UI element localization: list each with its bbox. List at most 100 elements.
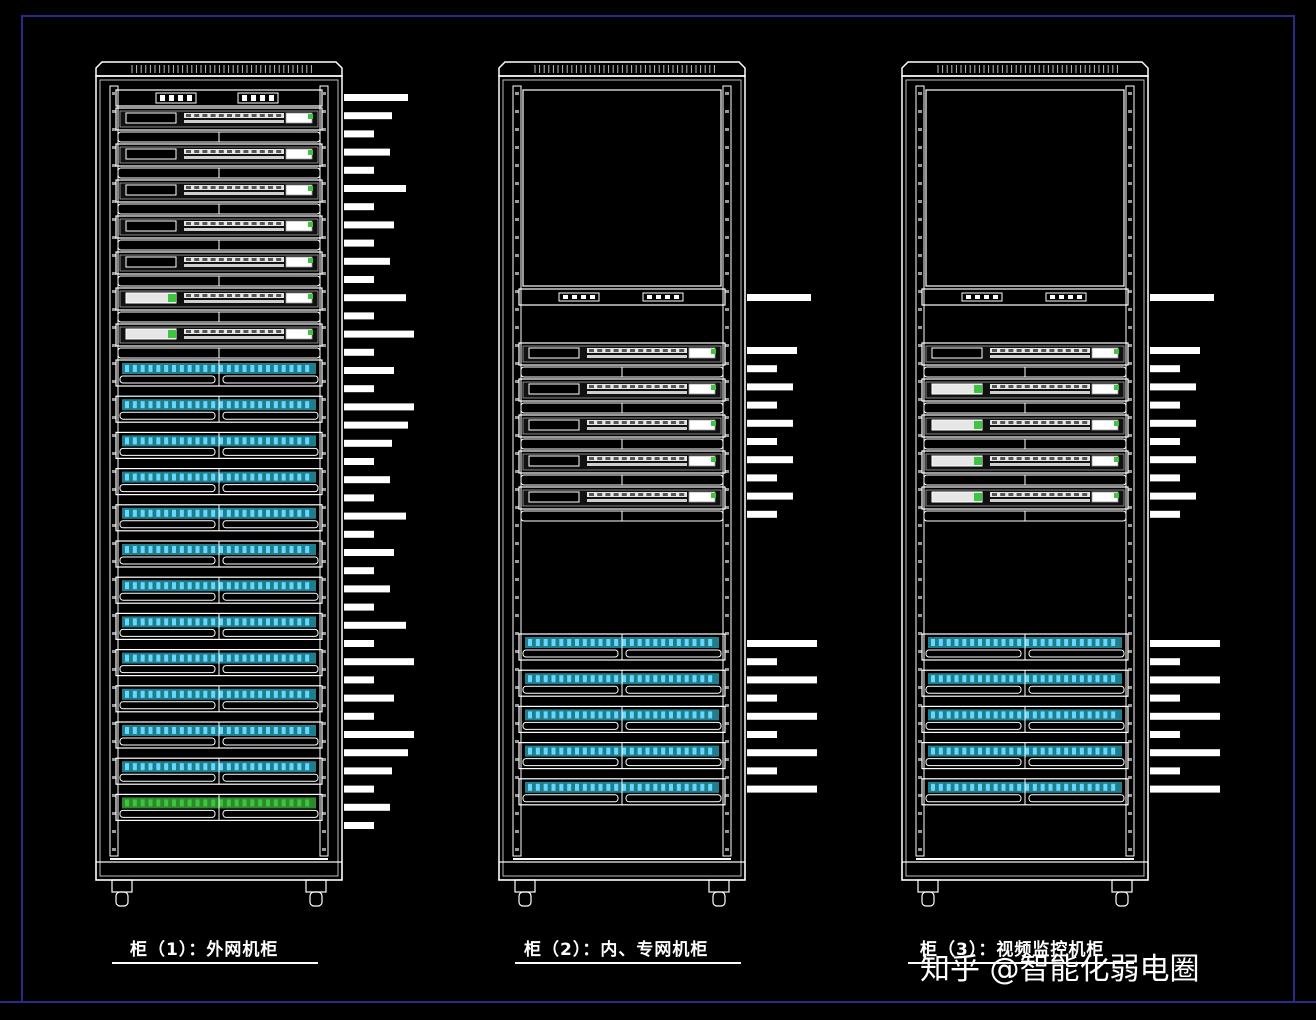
switch-label-window [125,256,177,268]
rail-hole [725,758,729,761]
leader-label-bar [344,494,374,502]
switch-port [1082,493,1088,496]
patch-port [297,727,302,734]
rail-hole [515,290,519,293]
patch-port [708,711,713,719]
rail-hole [918,488,922,491]
patch-port [629,747,634,755]
pdu-socket [160,95,165,101]
patch-port [684,747,689,755]
leader-label-bar [344,130,374,138]
patch-port [234,727,239,734]
patch-port [172,618,176,626]
rail-hole [725,830,729,833]
patch-port [258,546,263,553]
patch-port [1111,783,1116,791]
patch-port [156,365,161,372]
rail-hole [1128,578,1132,581]
patch-port [684,639,689,646]
cable-manager [119,628,216,637]
cable-manager [625,685,722,694]
rail-hole [322,308,326,311]
patch-port [195,618,200,626]
switch-port [638,493,644,496]
switch-port [613,349,619,352]
rail-hole [918,308,922,311]
switch-port [589,457,594,460]
patch-port [281,582,286,590]
switch-port [638,421,644,424]
leader-label-bar [747,474,777,482]
patch-port [289,546,294,553]
patch-port [676,783,681,791]
leader-label-bar [1150,749,1220,757]
patch-port [590,711,595,719]
status-led [974,421,982,429]
leader-label-bar [1150,731,1180,738]
cable-manager [222,556,319,565]
rail-hole [1128,128,1132,131]
cable-manager [625,721,722,730]
pdu-socket [178,95,183,101]
network-switch [115,143,323,167]
rail-hole [725,848,729,851]
patch-port [551,711,556,719]
rail-hole [112,686,116,689]
rail-hole [322,506,326,509]
rail-hole [322,650,326,653]
switch-port [662,421,668,424]
patch-port [203,582,208,590]
patch-port [211,618,216,626]
patch-port [140,401,145,409]
rail-hole [1128,434,1132,437]
patch-port [528,783,532,791]
cabinet-1-caption: 柜（1）：外网机柜 [130,940,279,960]
rail-hole [515,272,519,275]
switch-port [646,421,652,424]
patch-port [559,711,564,719]
caster-wheel [115,891,129,907]
rail-hole [725,380,729,383]
cable-manager [222,737,319,746]
patch-port [164,473,169,481]
rail-hole [112,308,116,311]
uplink-led [1114,421,1119,426]
network-switch [518,378,726,402]
switch-port [589,349,594,352]
patch-port [172,509,176,517]
patch-port [148,582,153,590]
leader-label-bar [344,785,374,793]
switch-port [630,493,635,496]
switch-port [1065,457,1071,460]
switch-port [251,150,257,153]
patch-port [203,473,208,481]
switch-port-block [184,257,284,262]
patch-port [985,675,990,683]
uplink-led [308,258,313,263]
patch-port [172,727,176,734]
rail-hole [515,704,519,707]
uplink-led [308,294,313,299]
leader-label-bar [1150,419,1196,427]
network-switch [115,251,323,275]
patch-port [1111,711,1116,719]
patch-port [629,711,634,719]
patch-port [125,654,129,662]
switch-port [1000,421,1006,424]
patch-port [305,690,310,698]
rail-hole [322,560,326,563]
patch-port [297,763,302,771]
leader-label-bar [344,112,392,120]
switch-port-block [990,355,1090,358]
rail-hole [515,452,519,455]
rail-hole [515,128,519,131]
patch-port [148,654,153,662]
rail-hole [112,398,116,401]
cable-manager [222,484,319,493]
uplink-led [711,421,716,426]
switch-port [646,457,652,460]
patch-port [1040,675,1045,683]
network-switch [115,323,323,347]
patch-port [559,783,564,791]
switch-port [251,222,257,225]
